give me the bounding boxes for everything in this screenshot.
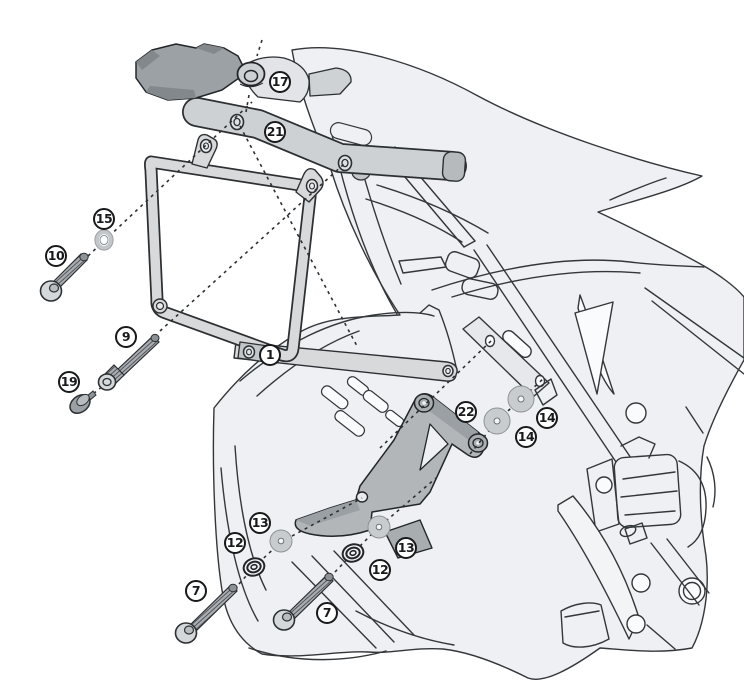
axis-bolt-10	[87, 101, 253, 257]
washer-15	[94, 229, 114, 251]
footpeg-hanger	[557, 406, 716, 650]
callout-15: 15	[93, 208, 115, 230]
bar-screw-front	[229, 113, 245, 131]
cap-19	[69, 390, 97, 415]
bar-screw-rear	[337, 154, 353, 172]
washer-12-right	[341, 543, 365, 563]
callout-7: 7	[316, 602, 338, 624]
rack-bar-eyelet	[442, 364, 454, 378]
callout-13: 13	[249, 512, 271, 534]
rack-tube	[145, 157, 315, 361]
axis-bracket-right	[469, 378, 544, 455]
bracket-heel-hole	[355, 491, 369, 503]
callout-21: 21	[264, 121, 286, 143]
axis-bolt-7-right	[334, 477, 437, 573]
bolt-9	[97, 333, 160, 391]
heel-guard-blade	[557, 495, 640, 640]
bolt-17	[236, 61, 266, 88]
axis-bolt-9	[159, 163, 345, 332]
grab-rail-recess	[329, 122, 373, 146]
axis-bracket-top	[379, 339, 493, 449]
axis-rack-rear	[239, 125, 359, 349]
spacer-13-right	[367, 515, 391, 539]
side-case-rack	[144, 133, 458, 382]
monorack-bar	[182, 97, 467, 182]
callout-12: 12	[224, 532, 246, 554]
callout-10: 10	[45, 245, 67, 267]
callout-17: 17	[269, 71, 291, 93]
callout-14: 14	[515, 426, 537, 448]
frame-mount-plate	[462, 316, 558, 406]
axis-bolt-17-upper	[256, 39, 263, 57]
bolt-10	[39, 252, 89, 302]
callout-14: 14	[536, 407, 558, 429]
bolt-7-left	[174, 583, 238, 644]
bar-end-cap	[441, 151, 467, 182]
callout-9: 9	[115, 326, 137, 348]
axis-bolt-17-lower	[245, 94, 250, 113]
hugger-vent-slots	[320, 376, 405, 437]
callout-13: 13	[395, 537, 417, 559]
bar-rear-wing	[308, 67, 352, 97]
assembly-axes	[87, 39, 544, 585]
callout-12: 12	[369, 559, 391, 581]
callout-22: 22	[455, 401, 477, 423]
spacer-14-b	[483, 407, 511, 435]
spacer-13-left	[269, 529, 293, 553]
rack-junction-nut	[242, 345, 256, 359]
callout-19: 19	[58, 371, 80, 393]
hardware	[39, 229, 535, 644]
spacer-14-a	[507, 385, 535, 413]
callout-7: 7	[185, 580, 207, 602]
bolt-7-right	[272, 572, 334, 631]
top-plate-assembly	[135, 43, 352, 103]
washer-12-left	[242, 557, 266, 577]
rack-tube-outline	[144, 155, 317, 363]
callout-1: 1	[259, 344, 281, 366]
